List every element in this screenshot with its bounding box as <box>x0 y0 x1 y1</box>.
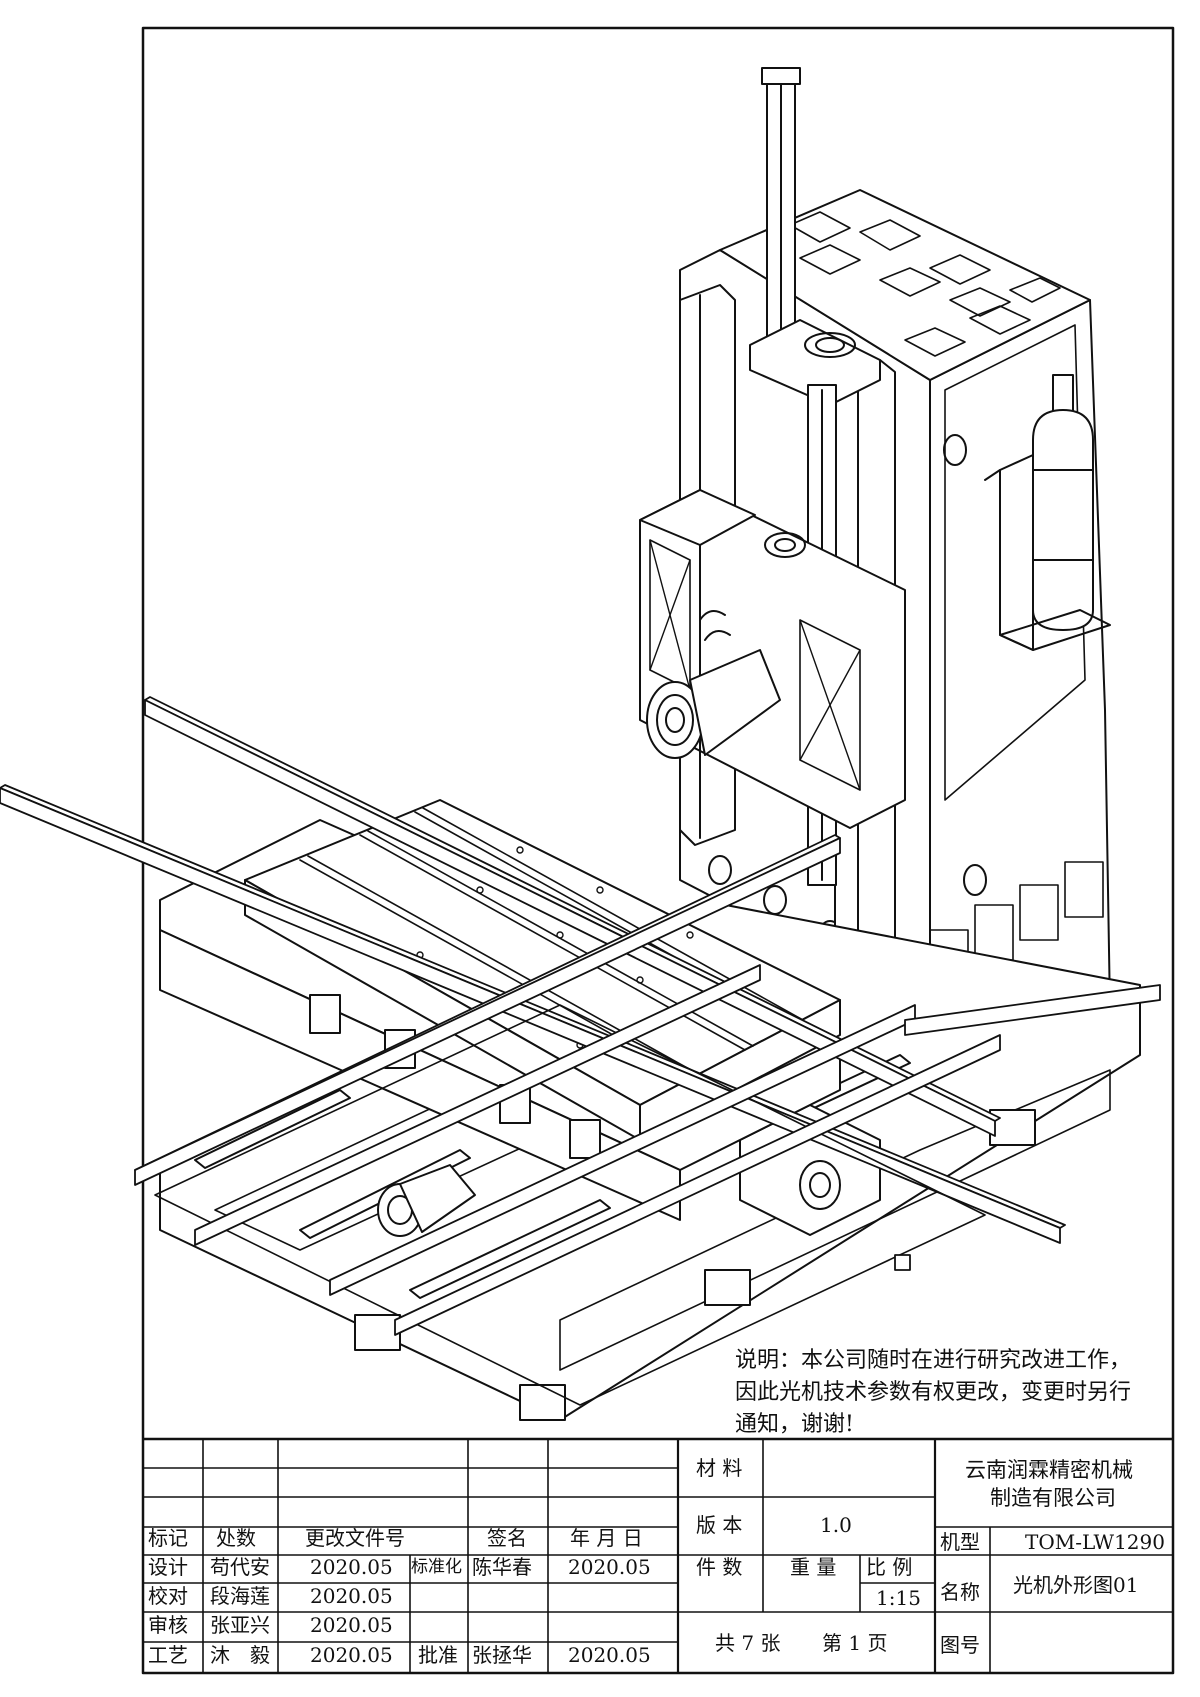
header-signature: 签名 <box>487 1526 527 1550</box>
date-process: 2020.05 <box>310 1643 393 1667</box>
person-approve: 张拯华 <box>472 1643 532 1667</box>
ratio-value: 1:15 <box>876 1586 921 1610</box>
rails <box>0 696 1161 1406</box>
date-review: 2020.05 <box>310 1613 393 1637</box>
ratio-label: 比 例 <box>866 1555 913 1579</box>
version-label: 版 本 <box>696 1513 743 1537</box>
header-doc-no: 更改文件号 <box>305 1526 405 1550</box>
name-label: 名称 <box>940 1580 980 1604</box>
drawing-name: 光机外形图01 <box>1013 1573 1139 1597</box>
person-standardize: 陈华春 <box>472 1555 532 1579</box>
role-standardize: 标准化 <box>411 1557 462 1577</box>
company-name-line2: 制造有限公司 <box>990 1486 1116 1510</box>
page-number: 第 1 页 <box>822 1631 888 1655</box>
drawing-no-label: 图号 <box>940 1633 980 1657</box>
note-line-3: 通知，谢谢! <box>735 1412 854 1437</box>
person-review: 张亚兴 <box>210 1613 270 1637</box>
person-process: 沐 毅 <box>210 1643 270 1667</box>
version-value: 1.0 <box>820 1513 852 1537</box>
role-design: 设计 <box>148 1555 188 1579</box>
weight-label: 重 量 <box>790 1555 837 1579</box>
role-approve: 批准 <box>418 1643 458 1667</box>
pieces-label: 件 数 <box>696 1555 743 1579</box>
note-line-1: 说明：本公司随时在进行研究改进工作， <box>735 1348 1132 1373</box>
person-check: 段海莲 <box>210 1584 270 1608</box>
date-check: 2020.05 <box>310 1584 393 1608</box>
drawing-note: 说明：本公司随时在进行研究改进工作， 因此光机技术参数有权更改，变更时另行 通知… <box>735 1345 1175 1441</box>
header-mark: 标记 <box>148 1526 188 1550</box>
role-check: 校对 <box>148 1584 188 1608</box>
material-label: 材 料 <box>696 1456 743 1480</box>
header-count: 处数 <box>216 1526 256 1550</box>
sheet-count: 共 7 张 <box>715 1631 781 1655</box>
extinguisher <box>984 374 1111 651</box>
headstock <box>639 489 906 829</box>
person-design: 苟代安 <box>210 1555 270 1579</box>
model-value: TOM-LW1290 <box>1025 1530 1165 1554</box>
role-review: 审核 <box>148 1613 188 1637</box>
model-label: 机型 <box>940 1530 980 1554</box>
date-standardize: 2020.05 <box>568 1555 651 1579</box>
company-name-line1: 云南润霖精密机械 <box>965 1458 1133 1482</box>
date-design: 2020.05 <box>310 1555 393 1579</box>
role-process: 工艺 <box>148 1643 188 1667</box>
note-line-2: 因此光机技术参数有权更改，变更时另行 <box>735 1380 1132 1405</box>
date-approve: 2020.05 <box>568 1643 651 1667</box>
header-date: 年 月 日 <box>570 1526 643 1550</box>
